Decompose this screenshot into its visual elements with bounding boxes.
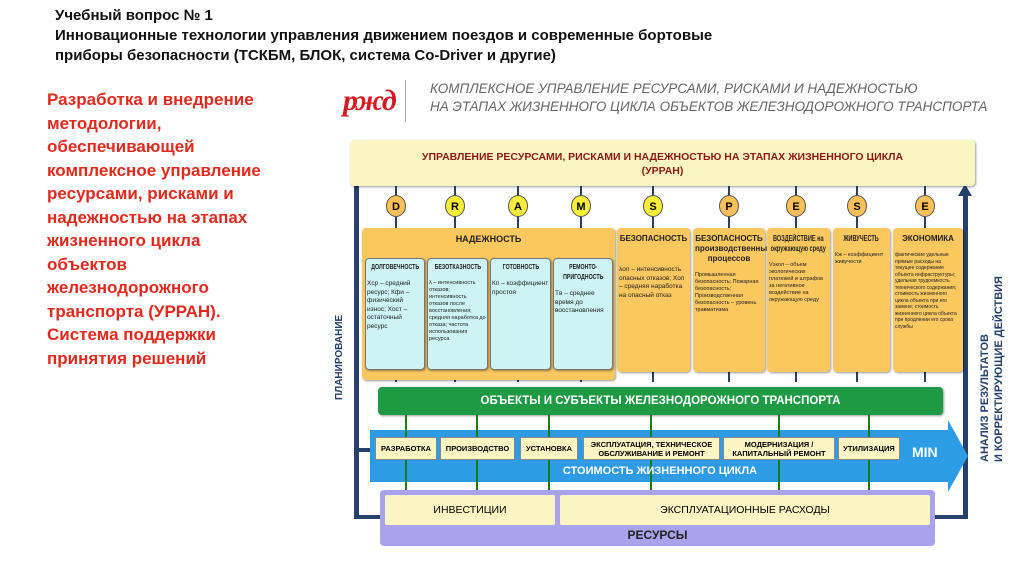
objects-bar: ОБЪЕКТЫ И СУБЪЕКТЫ ЖЕЛЕЗНОДОРОЖНОГО ТРАН… [378, 387, 943, 415]
diagram-heading: КОМПЛЕКСНОЕ УПРАВЛЕНИЕ РЕСУРСАМИ, РИСКАМ… [430, 80, 987, 116]
maintainability-box: РЕМОНТО-ПРИГОДНОСТЬ Tв – среднее время до… [553, 258, 613, 370]
circle-s: S [643, 195, 663, 217]
durability-box: ДОЛГОВЕЧНОСТЬ Xср – средний ресурс; Кфи –… [365, 258, 425, 370]
heading-line: КОМПЛЕКСНОЕ УПРАВЛЕНИЕ РЕСУРСАМИ, РИСКАМ… [430, 81, 918, 96]
circle-p: P [719, 195, 739, 217]
box-text: Vэкол – объем экологических платежей и ш… [769, 262, 824, 303]
circle-e2: E [915, 195, 935, 217]
analysis-line: АНАЛИЗ РЕЗУЛЬТАТОВ [979, 334, 991, 462]
box-title: БЕЗОПАСНОСТЬ производственных процессов [695, 234, 772, 263]
box-title: ГОТОВНОСТЬ [502, 262, 539, 271]
analysis-line: И КОРРЕКТИРУЮЩИЕ ДЕЙСТВИЯ [993, 276, 1005, 462]
circle-m: M [571, 195, 591, 217]
box-title: БЕЗОПАСНОСТЬ [619, 234, 688, 243]
box-text: λоп – интенсивность опасных отказов; Xоп… [619, 266, 685, 299]
lifecycle-cost-label: СТОИМОСТЬ ЖИЗНЕННОГО ЦИКЛА [562, 465, 758, 477]
resources-label: РЕСУРСЫ [627, 528, 688, 542]
arrow-up-icon [958, 184, 972, 196]
stage-modernization: МОДЕРНИЗАЦИЯ / КАПИТАЛЬНЫЙ РЕМОНТ [723, 437, 835, 460]
lifecycle-arrow-head [948, 420, 968, 492]
left-description: Разработка и внедрение методологии, обес… [47, 90, 261, 368]
slide-title: Учебный вопрос № 1 Инновационные техноло… [55, 6, 955, 66]
circle-s2: S [847, 195, 867, 217]
box-text: Xср – средний ресурс; Кфи – физический и… [367, 280, 411, 330]
stage-operation: ЭКСПЛУАТАЦИЯ, ТЕХНИЧЕСКОЕ ОБСЛУЖИВАНИЕ И… [583, 437, 720, 460]
planning-loop-line [354, 448, 372, 452]
box-text: Tв – среднее время до восстановления [555, 290, 604, 314]
planning-loop-line [354, 186, 359, 519]
urran-abbr: (УРРАН) [641, 165, 684, 177]
planning-label: ПЛАНИРОВАНИЕ [334, 314, 345, 400]
box-title: ЖИВУЧЕСТЬ [843, 234, 880, 243]
circle-a: A [508, 195, 528, 217]
heading-line: НА ЭТАПАХ ЖИЗНЕННОГО ЦИКЛА ОБЪЕКТОВ ЖЕЛЕ… [430, 99, 988, 114]
min-label: MIN [912, 444, 938, 460]
circle-d: D [386, 195, 406, 217]
box-title: ЭКОНОМИКА [902, 234, 954, 243]
box-text: λ – интенсивность отказов; интенсивность… [429, 280, 486, 342]
failure-free-box: БЕЗОТКАЗНОСТЬ λ – интенсивность отказов; … [427, 258, 488, 370]
stage-development: РАЗРАБОТКА [375, 437, 437, 460]
box-title: ВОЗДЕЙСТВИЕ на окружающую среду [770, 234, 827, 253]
operating-costs-box: ЭКСПЛУАТАЦИОННЫЕ РАСХОДЫ [560, 495, 930, 525]
title-line: Учебный вопрос № 1 [55, 7, 213, 24]
reliability-label: НАДЕЖНОСТЬ [455, 234, 522, 244]
analysis-label: АНАЛИЗ РЕЗУЛЬТАТОВ И КОРРЕКТИРУЮЩИЕ ДЕЙС… [978, 276, 1006, 462]
readiness-box: ГОТОВНОСТЬ Кп – коэффициент простоя [490, 258, 551, 370]
box-title: БЕЗОТКАЗНОСТЬ [434, 262, 481, 271]
circle-e: E [786, 195, 806, 217]
title-line: приборы безопасности (ТСКБМ, БЛОК, систе… [55, 47, 556, 64]
box-title: РЕМОНТО-ПРИГОДНОСТЬ [562, 262, 604, 281]
planning-loop-line [354, 515, 380, 519]
box-text: фактические удельные прямые расходы на т… [895, 252, 957, 330]
stage-production: ПРОИЗВОДСТВО [440, 437, 515, 460]
economics-box: ЭКОНОМИКА фактические удельные прямые рас… [893, 228, 963, 372]
circle-r: R [445, 195, 465, 217]
box-title: ДОЛГОВЕЧНОСТЬ [371, 262, 419, 271]
rzd-logo: ржд [343, 84, 397, 117]
analysis-loop-line [935, 515, 968, 519]
divider [405, 80, 406, 122]
box-text: Кж – коэффициент живучести [835, 252, 884, 265]
stage-installation: УСТАНОВКА [520, 437, 578, 460]
safety-box: БЕЗОПАСНОСТЬ λоп – интенсивность опасных … [617, 228, 690, 372]
analysis-loop-line [963, 196, 968, 518]
box-text: Кп – коэффициент простоя [492, 280, 549, 296]
box-text: Промышленная безопасность; Пожарная безо… [695, 272, 759, 313]
stage-disposal: УТИЛИЗАЦИЯ [838, 437, 900, 460]
survivability-box: ЖИВУЧЕСТЬ Кж – коэффициент живучести [833, 228, 890, 372]
urran-box: УПРАВЛЕНИЕ РЕСУРСАМИ, РИСКАМИ И НАДЕЖНОС… [350, 140, 975, 186]
urran-title: УПРАВЛЕНИЕ РЕСУРСАМИ, РИСКАМИ И НАДЕЖНОС… [421, 151, 904, 163]
investments-box: ИНВЕСТИЦИИ [385, 495, 555, 525]
title-line: Инновационные технологии управления движ… [55, 27, 713, 44]
